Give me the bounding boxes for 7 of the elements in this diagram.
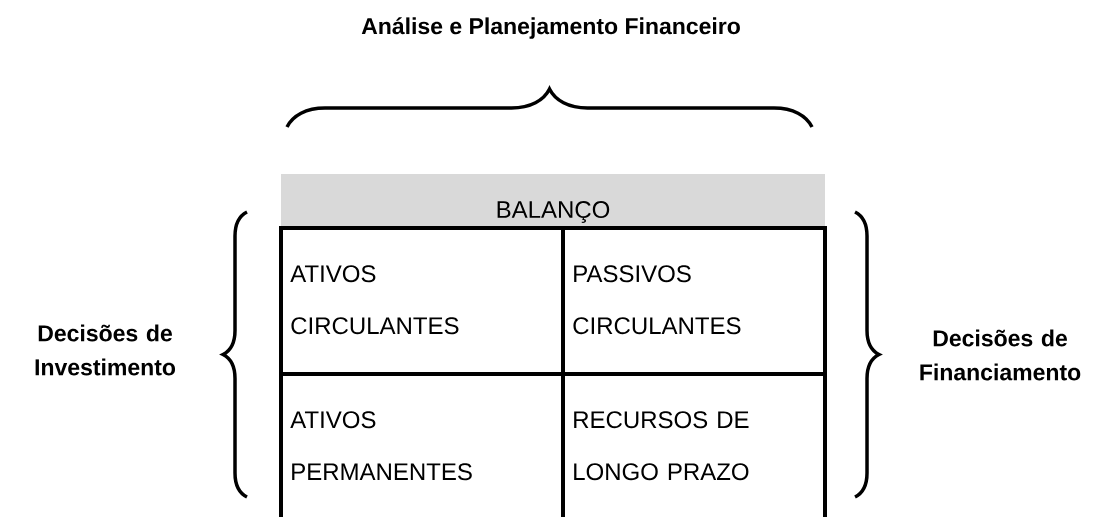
title: Análise e Planejamento Financeiro <box>361 17 740 39</box>
side-label: Decisões de Financiamento <box>920 329 1081 381</box>
cell-text: ATIVOS CIRCULANTES <box>290 265 459 335</box>
cell-text: ATIVOS PERMANENTES <box>290 411 472 481</box>
cell-text: RECURSOS DE LONGO PRAZO <box>574 411 749 481</box>
side-label: Decisões de Investimento <box>35 324 176 376</box>
cell-text: PASSIVOS CIRCULANTES <box>573 265 741 335</box>
